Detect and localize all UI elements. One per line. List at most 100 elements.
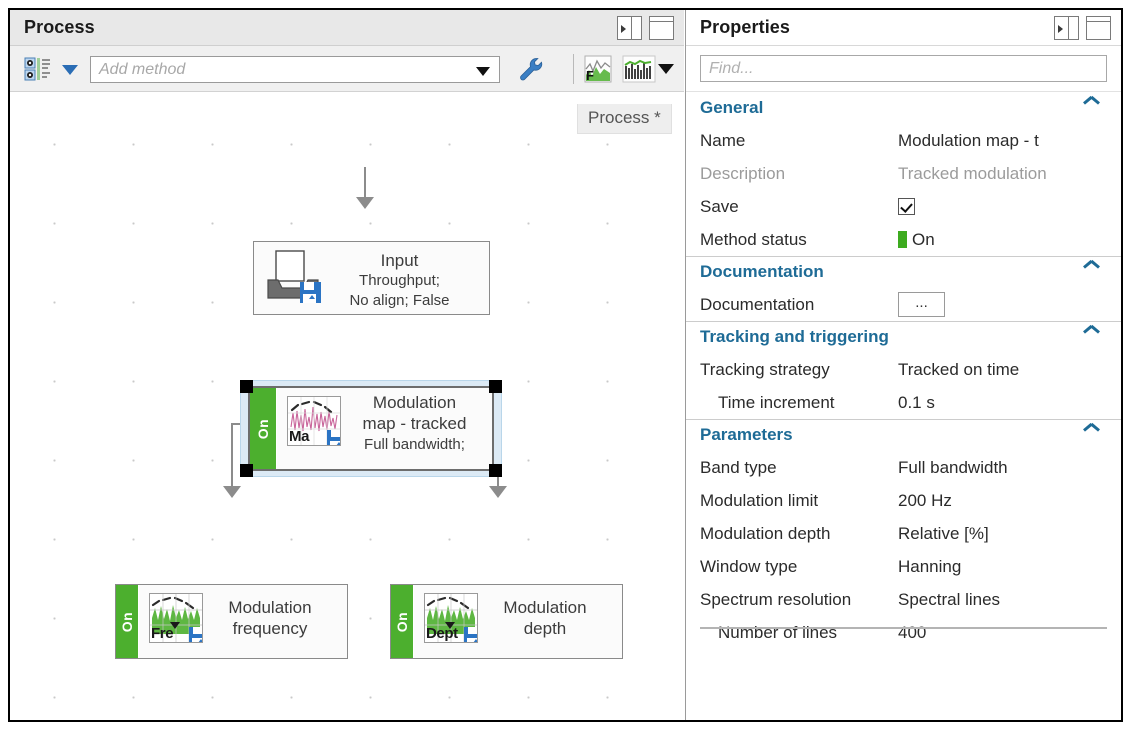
property-row-number-of-lines[interactable]: Number of lines 400 bbox=[686, 616, 1121, 649]
property-row-modulation-limit[interactable]: Modulation limit 200 Hz bbox=[686, 484, 1121, 517]
property-value[interactable]: Full bandwidth bbox=[898, 457, 1008, 477]
property-key: Save bbox=[700, 196, 739, 216]
window-view-button[interactable] bbox=[1086, 16, 1111, 40]
chevron-up-icon[interactable] bbox=[1084, 102, 1099, 111]
property-row-name[interactable]: Name Modulation map - t bbox=[686, 124, 1121, 157]
find-input[interactable]: Find... bbox=[700, 55, 1107, 82]
property-key: Band type bbox=[700, 457, 777, 477]
wrench-icon[interactable] bbox=[516, 54, 546, 84]
properties-section-general: General Name Modulation map - t Descript… bbox=[686, 93, 1121, 256]
frequency-node-labels: Modulation frequency bbox=[203, 585, 347, 640]
property-row-window-type[interactable]: Window type Hanning bbox=[686, 550, 1121, 583]
section-header-parameters[interactable]: Parameters bbox=[686, 420, 1121, 451]
chevron-up-icon[interactable] bbox=[1084, 429, 1099, 438]
save-badge-icon bbox=[189, 627, 202, 642]
property-value[interactable]: On bbox=[898, 230, 1121, 250]
modmap-node-labels: Modulation map - tracked Full bandwidth; bbox=[341, 388, 492, 454]
process-node-modulation-map-selection[interactable]: On bbox=[240, 380, 502, 477]
property-row-tracking-strategy[interactable]: Tracking strategy Tracked on time bbox=[686, 353, 1121, 386]
property-value[interactable]: Hanning bbox=[898, 556, 962, 576]
properties-section-documentation: Documentation Documentation ... bbox=[686, 256, 1121, 321]
property-value[interactable]: Relative [%] bbox=[898, 523, 989, 543]
property-row-spectrum-resolution[interactable]: Spectrum resolution Spectral lines bbox=[686, 583, 1121, 616]
resize-handle-bottom-left[interactable] bbox=[240, 464, 253, 477]
property-key: Window type bbox=[700, 556, 798, 576]
property-value[interactable]: Modulation map - t bbox=[898, 130, 1039, 150]
depth-node-labels: Modulation depth bbox=[478, 585, 622, 640]
node-status-bar-on[interactable]: On bbox=[391, 585, 413, 658]
split-view-button[interactable] bbox=[617, 16, 642, 40]
frequency-node-title-2: frequency bbox=[232, 619, 308, 639]
method-list-chevron-down-icon[interactable] bbox=[62, 65, 78, 75]
properties-list: General Name Modulation map - t Descript… bbox=[686, 93, 1121, 720]
thumbnail-tag: Fre bbox=[151, 625, 174, 642]
method-list-icon[interactable] bbox=[22, 54, 52, 84]
property-row-save[interactable]: Save bbox=[686, 190, 1121, 223]
property-value[interactable]: 400 bbox=[898, 622, 927, 642]
resize-handle-bottom-right[interactable] bbox=[489, 464, 502, 477]
input-tray-icon bbox=[262, 248, 324, 306]
connector-arrow-depth bbox=[489, 486, 507, 498]
property-value: ... bbox=[898, 292, 1121, 317]
add-method-placeholder-text: Add method bbox=[99, 61, 186, 78]
property-key: Tracking strategy bbox=[700, 359, 830, 379]
add-method-chevron-down-icon[interactable] bbox=[476, 67, 490, 76]
documentation-ellipsis-button[interactable]: ... bbox=[898, 292, 945, 317]
connector-arrow-modmap bbox=[356, 197, 374, 209]
property-value[interactable]: 0.1 s bbox=[898, 392, 935, 412]
waveform-icon[interactable] bbox=[622, 55, 656, 83]
spectrum-f-icon[interactable]: F bbox=[584, 55, 612, 83]
find-placeholder-text: Find... bbox=[709, 60, 754, 77]
property-value[interactable]: Tracked on time bbox=[898, 359, 1020, 379]
section-title: Parameters bbox=[700, 425, 793, 444]
property-key: Modulation depth bbox=[700, 523, 831, 543]
property-row-method-status[interactable]: Method status On bbox=[686, 223, 1121, 256]
connector-input-to-modmap bbox=[364, 167, 366, 199]
depth-node-title-1: Modulation bbox=[503, 598, 587, 617]
section-header-general[interactable]: General bbox=[686, 93, 1121, 124]
property-row-band-type[interactable]: Band type Full bandwidth bbox=[686, 451, 1121, 484]
process-canvas[interactable]: Process * bbox=[10, 93, 684, 720]
thumbnail-tag: Dept bbox=[426, 625, 458, 642]
process-title-bar: Process bbox=[10, 10, 684, 46]
property-row-modulation-depth[interactable]: Modulation depth Relative [%] bbox=[686, 517, 1121, 550]
properties-section-tracking-and-triggering: Tracking and triggering Tracking strateg… bbox=[686, 321, 1121, 419]
property-value[interactable]: Spectral lines bbox=[898, 589, 1001, 609]
properties-bottom-divider bbox=[700, 627, 1107, 629]
process-node-modulation-frequency[interactable]: On bbox=[115, 584, 348, 659]
section-title: General bbox=[700, 98, 764, 117]
resize-handle-top-left[interactable] bbox=[240, 380, 253, 393]
section-header-tracking-and-triggering[interactable]: Tracking and triggering bbox=[686, 322, 1121, 353]
process-node-modulation-map-tracked[interactable]: On bbox=[248, 386, 494, 471]
waveform-chevron-down-icon[interactable] bbox=[658, 64, 674, 74]
window-view-button[interactable] bbox=[649, 16, 674, 40]
add-method-combobox[interactable]: Add method bbox=[90, 56, 500, 83]
save-badge bbox=[300, 282, 321, 303]
modulation-depth-thumbnail: Dept bbox=[424, 593, 478, 643]
split-view-button[interactable] bbox=[1054, 16, 1079, 40]
process-node-modulation-depth[interactable]: On bbox=[390, 584, 623, 659]
node-body: Ma Modulation bbox=[276, 388, 492, 469]
toolbar-separator bbox=[573, 54, 574, 84]
properties-title-bar: Properties bbox=[686, 10, 1121, 46]
section-header-documentation[interactable]: Documentation bbox=[686, 257, 1121, 288]
resize-handle-top-right[interactable] bbox=[489, 380, 502, 393]
properties-find-row: Find... bbox=[686, 46, 1121, 92]
modmap-node-subtitle: Full bandwidth; bbox=[364, 435, 465, 453]
method-status-label: On bbox=[912, 229, 935, 249]
process-node-input[interactable]: Input Throughput; No align; False bbox=[253, 241, 490, 315]
chevron-up-icon[interactable] bbox=[1084, 266, 1099, 275]
save-checkbox[interactable] bbox=[898, 197, 915, 215]
property-key: Description bbox=[700, 163, 786, 183]
node-status-bar-on[interactable]: On bbox=[250, 388, 276, 469]
chevron-up-icon[interactable] bbox=[1084, 331, 1099, 340]
property-row-time-increment[interactable]: Time increment 0.1 s bbox=[686, 386, 1121, 419]
document-tab-process[interactable]: Process * bbox=[577, 104, 672, 134]
property-row-documentation[interactable]: Documentation ... bbox=[686, 288, 1121, 321]
svg-text:F: F bbox=[586, 68, 594, 83]
modulation-frequency-thumbnail: Fre bbox=[149, 593, 203, 643]
node-status-label: On bbox=[393, 611, 410, 632]
property-value[interactable]: 200 Hz bbox=[898, 490, 952, 510]
node-status-bar-on[interactable]: On bbox=[116, 585, 138, 658]
modmap-node-title-1: Modulation bbox=[372, 393, 457, 412]
